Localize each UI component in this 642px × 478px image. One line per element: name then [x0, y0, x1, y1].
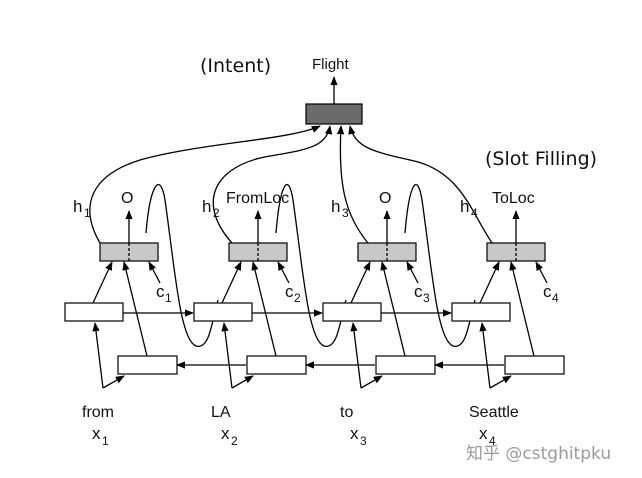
input-to-forward-arrow-2 [221, 322, 233, 389]
input-to-backward-arrow-4 [489, 375, 512, 389]
backward-to-slot-arrow-1 [122, 261, 148, 357]
input-var-2: x [221, 424, 230, 443]
context-label-2: c [285, 282, 294, 301]
context-arrow-3 [406, 261, 419, 284]
forward-to-slot-arrow-4 [479, 261, 500, 304]
input-word-4: Seattle [469, 404, 519, 421]
input-to-backward-arrow-3 [360, 375, 383, 389]
forward-lstm-box-2 [193, 302, 253, 322]
context-arrow-2 [277, 261, 290, 284]
input-var-sub-3: 3 [360, 434, 367, 448]
backward-to-slot-arrow-3 [380, 261, 406, 357]
context-sub-4: 4 [552, 291, 559, 305]
input-var-1: x [92, 424, 101, 443]
forward-lstm-box-1 [64, 302, 124, 322]
backward-lstm-box-3 [375, 355, 436, 375]
context-sub-2: 2 [294, 291, 301, 305]
input-var-sub-2: 2 [231, 434, 238, 448]
step1-to-step2-curve [145, 184, 219, 347]
input-var-3: x [350, 424, 359, 443]
context-arrow-1 [148, 261, 161, 284]
forward-lstm-box-4 [451, 302, 511, 322]
slot-label-2: FromLoc [226, 190, 289, 207]
h4-to-intent-curve [348, 125, 493, 244]
context-label-4: c [543, 282, 552, 301]
forward-to-slot-arrow-2 [221, 261, 242, 304]
h1-to-intent-curve [89, 125, 321, 244]
input-word-1: from [82, 404, 114, 421]
forward-to-slot-arrow-3 [350, 261, 371, 304]
context-label-1: c [156, 282, 165, 301]
hidden-state-sub-2: 2 [213, 206, 220, 220]
context-arrow-4 [535, 261, 548, 284]
input-to-forward-arrow-4 [479, 322, 491, 389]
input-var-4: x [479, 424, 488, 443]
forward-to-slot-arrow-1 [92, 261, 113, 304]
input-word-2: LA [211, 404, 231, 421]
watermark: 知乎 @cstghitpku [466, 444, 611, 464]
slot-label-1: O [121, 190, 133, 207]
input-var-sub-4: 4 [489, 434, 496, 448]
input-word-3: to [340, 404, 353, 421]
backward-lstm-box-2 [246, 355, 307, 375]
backward-lstm-box-4 [504, 355, 565, 375]
step3-to-step4-curve [404, 184, 476, 347]
slot-filling-label: (Slot Filling) [485, 148, 597, 170]
context-label-3: c [414, 282, 423, 301]
intent-output-label: Flight [312, 56, 350, 73]
input-to-forward-arrow-1 [92, 322, 104, 389]
forward-lstm-box-3 [322, 302, 382, 322]
input-var-sub-1: 1 [102, 434, 109, 448]
backward-lstm-box-1 [117, 355, 178, 375]
hidden-state-label-2: h [202, 197, 211, 216]
h3-to-intent-curve [336, 125, 369, 244]
hidden-state-label-4: h [460, 197, 469, 216]
hidden-state-sub-1: 1 [84, 206, 91, 220]
hidden-state-label-1: h [73, 197, 82, 216]
step2-to-step3-curve [275, 184, 347, 347]
context-sub-1: 1 [165, 291, 172, 305]
intent-label: (Intent) [200, 55, 271, 77]
slot-label-4: ToLoc [492, 190, 535, 207]
h2-to-intent-curve [212, 125, 333, 244]
input-to-backward-arrow-2 [231, 375, 254, 389]
backward-to-slot-arrow-4 [509, 261, 535, 357]
hidden-state-sub-3: 3 [342, 206, 349, 220]
intent-classifier-box [305, 103, 363, 125]
hidden-state-label-3: h [331, 197, 340, 216]
input-to-forward-arrow-3 [350, 322, 362, 389]
input-to-backward-arrow-1 [102, 375, 125, 389]
hidden-state-sub-4: 4 [471, 206, 478, 220]
context-sub-3: 3 [423, 291, 430, 305]
slot-label-3: O [379, 190, 391, 207]
backward-to-slot-arrow-2 [251, 261, 277, 357]
